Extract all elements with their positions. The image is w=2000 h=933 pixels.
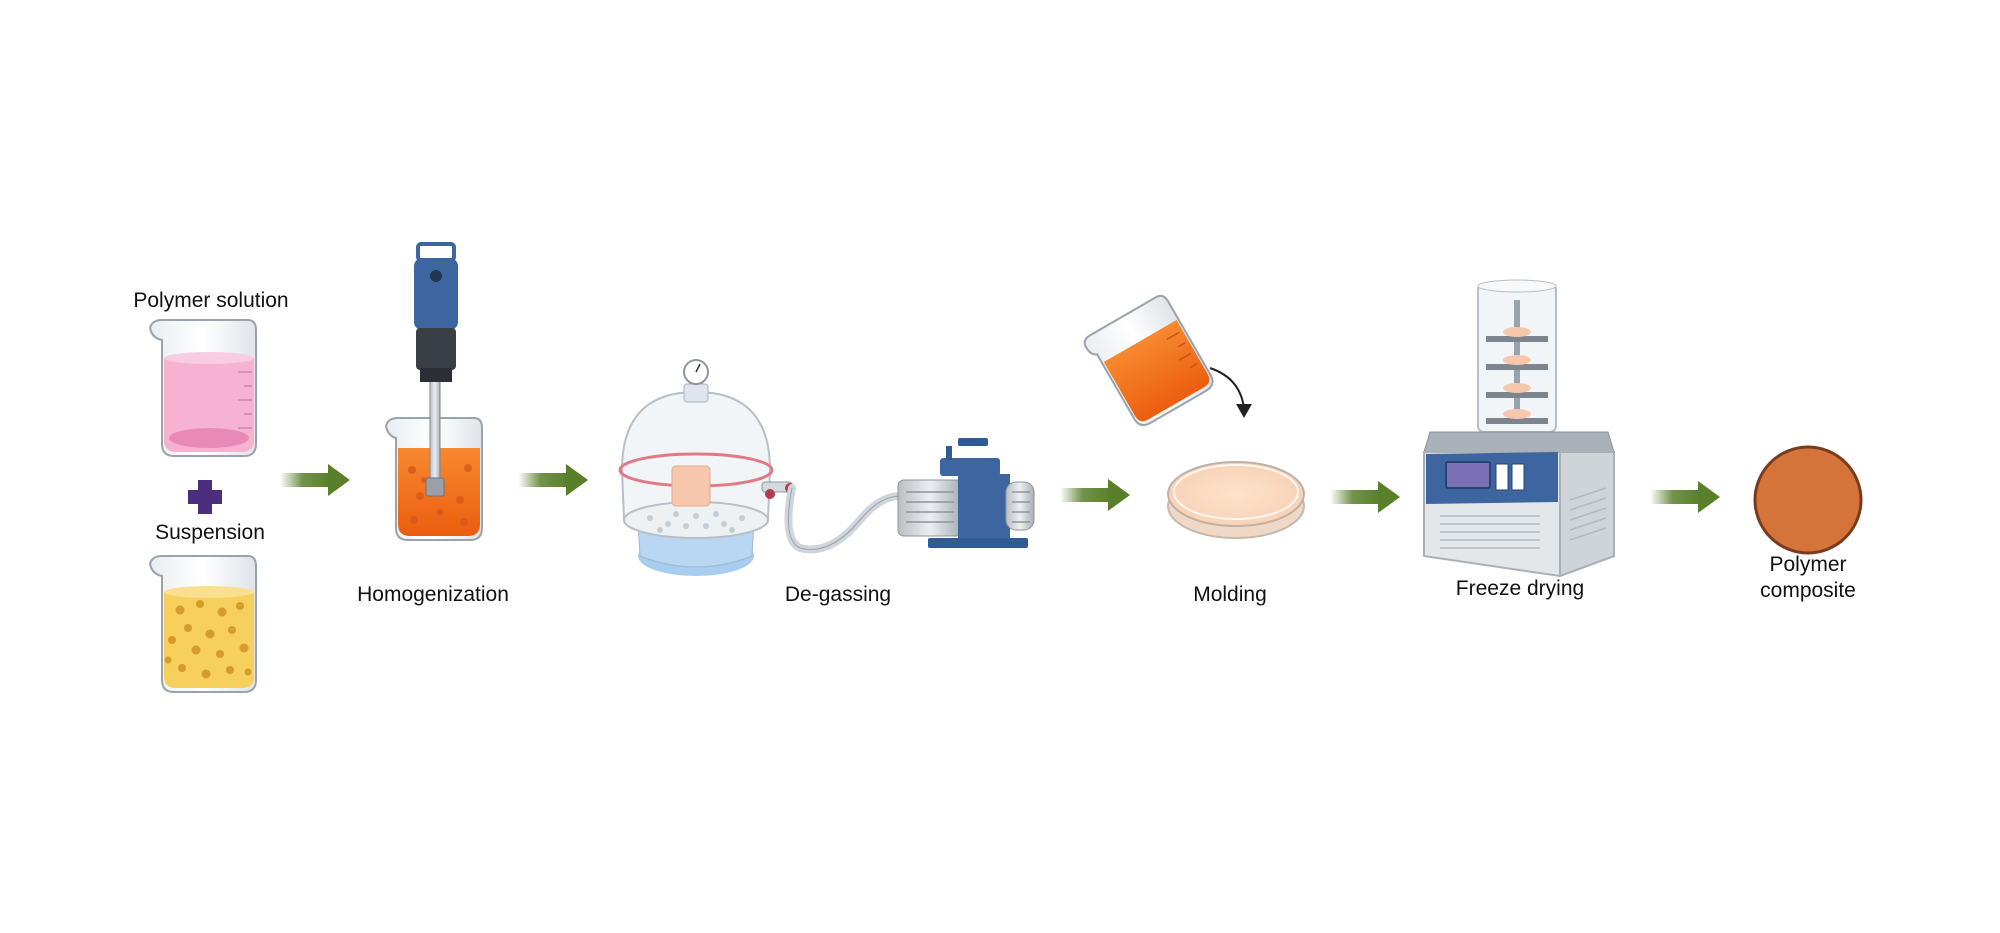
beaker-polymer-solution-icon xyxy=(148,319,257,457)
label-molding: Molding xyxy=(1193,583,1267,606)
label-suspension: Suspension xyxy=(155,521,265,544)
homogenizer-icon xyxy=(384,242,483,541)
label-homogenization: Homogenization xyxy=(357,583,509,606)
composite-disc-icon xyxy=(1753,445,1863,555)
label-polymer-solution: Polymer solution xyxy=(133,289,289,312)
beaker-suspension-icon xyxy=(148,555,257,693)
green-arrow-icon xyxy=(518,464,588,496)
petri-dish-icon xyxy=(1167,461,1305,539)
green-arrow-icon xyxy=(280,464,350,496)
pour-direction-arrow xyxy=(1209,367,1245,409)
vacuum-hose xyxy=(784,484,904,554)
green-arrow-icon xyxy=(1330,481,1400,513)
label-degassing: De-gassing xyxy=(784,583,892,606)
freeze-dryer-icon xyxy=(1423,279,1615,578)
vacuum-pump-icon xyxy=(897,438,1035,548)
green-arrow-icon xyxy=(1650,481,1720,513)
vacuum-desiccator-icon xyxy=(618,359,795,576)
label-freeze-drying: Freeze drying xyxy=(1455,577,1585,600)
green-arrow-icon xyxy=(1060,479,1130,511)
plus-icon xyxy=(188,480,222,514)
label-polymer-composite: Polymer composite xyxy=(1760,553,1856,602)
pouring-beaker-icon xyxy=(1083,294,1214,427)
